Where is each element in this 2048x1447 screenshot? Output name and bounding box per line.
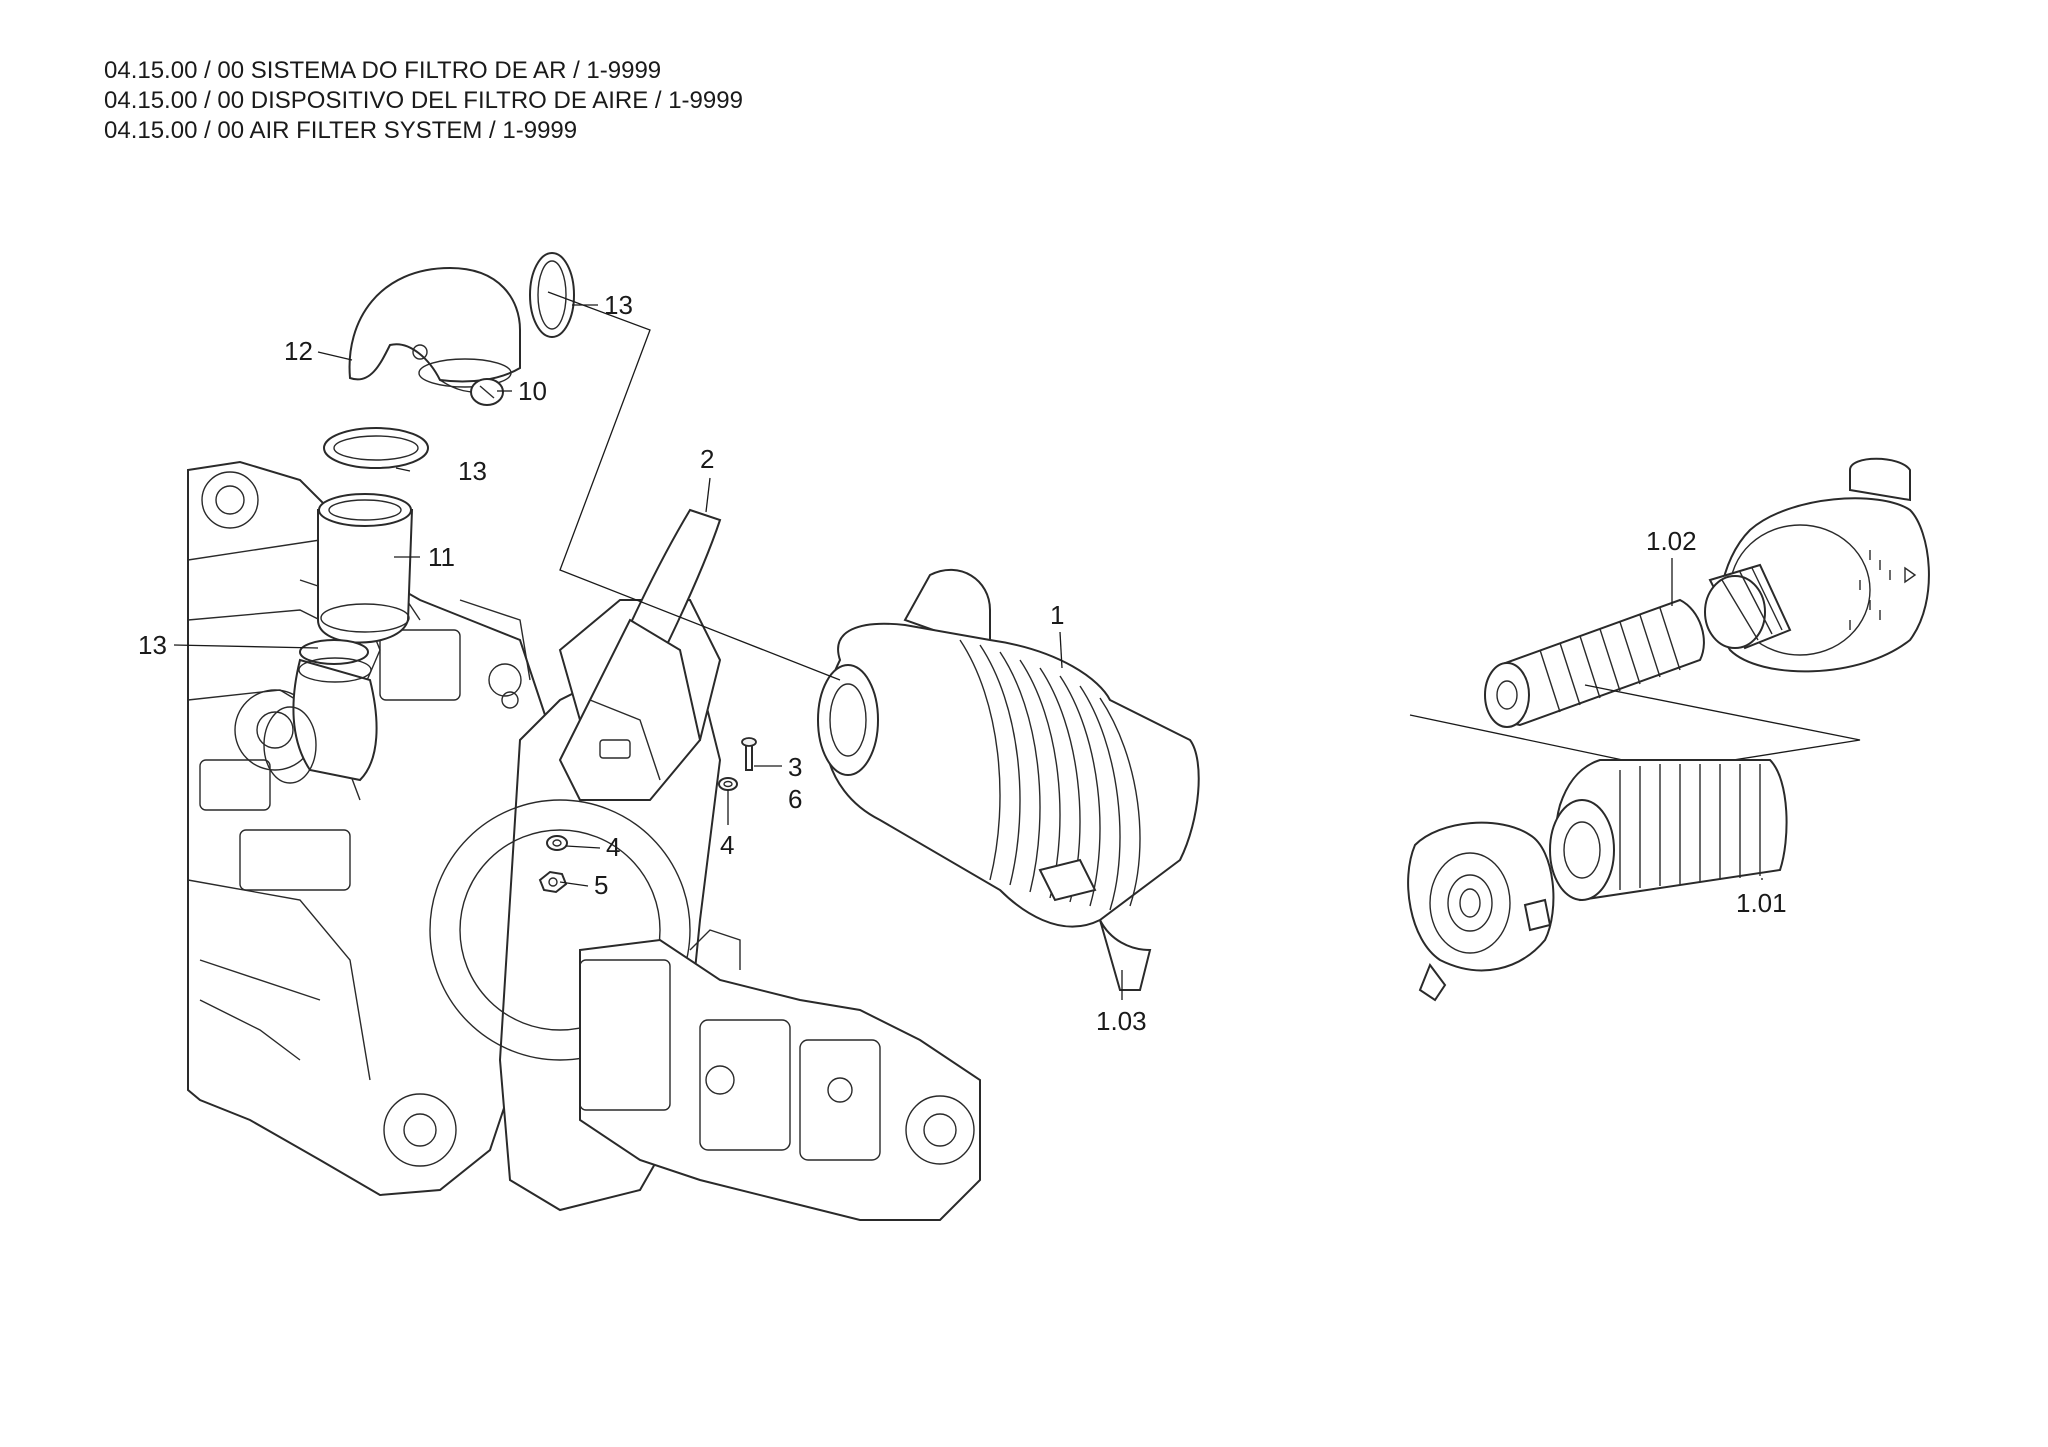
clamp-13-lower [299, 639, 369, 665]
washer-4-right [718, 777, 738, 791]
leader-lines [173, 304, 1763, 1000]
callout-1: 1 [1050, 600, 1064, 630]
nut-5 [538, 870, 568, 894]
callout-2: 2 [700, 444, 714, 474]
reference-planes [547, 291, 1861, 771]
callout-10: 10 [518, 376, 547, 406]
callout-1-03: 1.03 [1096, 1006, 1147, 1036]
safety-element-cage [1704, 563, 1792, 650]
callout-4-right: 4 [720, 830, 734, 860]
diagram-title-block: 04.15.00 / 00 SISTEMA DO FILTRO DE AR / … [104, 56, 743, 146]
callout-13-top: 13 [604, 290, 633, 320]
lower-elbow [263, 657, 378, 784]
hose-11 [317, 493, 414, 644]
filter-element-1-02 [1484, 598, 1705, 728]
callout-4-left: 4 [606, 832, 620, 862]
title-line-pt: 04.15.00 / 00 SISTEMA DO FILTRO DE AR / … [104, 57, 662, 84]
title-line-en: 04.15.00 / 00 AIR FILTER SYSTEM / 1-9999 [104, 117, 578, 144]
callout-13-middle: 13 [458, 456, 487, 486]
title-line-es: 04.15.00 / 00 DISPOSITIVO DEL FILTRO DE … [104, 87, 743, 114]
callout-11: 11 [428, 542, 455, 572]
filter-element-1-01 [1549, 759, 1788, 902]
callout-3: 3 [788, 752, 802, 782]
callout-12: 12 [284, 336, 313, 366]
callout-labels: 13 12 10 13 2 11 13 1 3 6 4 4 5 1.03 1.0… [138, 290, 1787, 1036]
cap-10 [470, 378, 504, 406]
callout-5: 5 [594, 870, 608, 900]
bolt-3 [741, 737, 757, 771]
housing-cover-1-03 [1407, 821, 1555, 1002]
callout-1-01: 1.01 [1736, 888, 1787, 918]
washer-4-left [546, 835, 568, 851]
callout-6: 6 [788, 784, 802, 814]
air-filter-assembly-1 [817, 569, 1200, 991]
callout-13-lower: 13 [138, 630, 167, 660]
hydraulic-pump [579, 929, 981, 1221]
bracket-2 [558, 508, 722, 801]
callout-1-02: 1.02 [1646, 526, 1697, 556]
clamp-13-middle [323, 427, 429, 469]
intake-elbow-12 [348, 266, 521, 393]
clamp-13-top [529, 252, 575, 338]
